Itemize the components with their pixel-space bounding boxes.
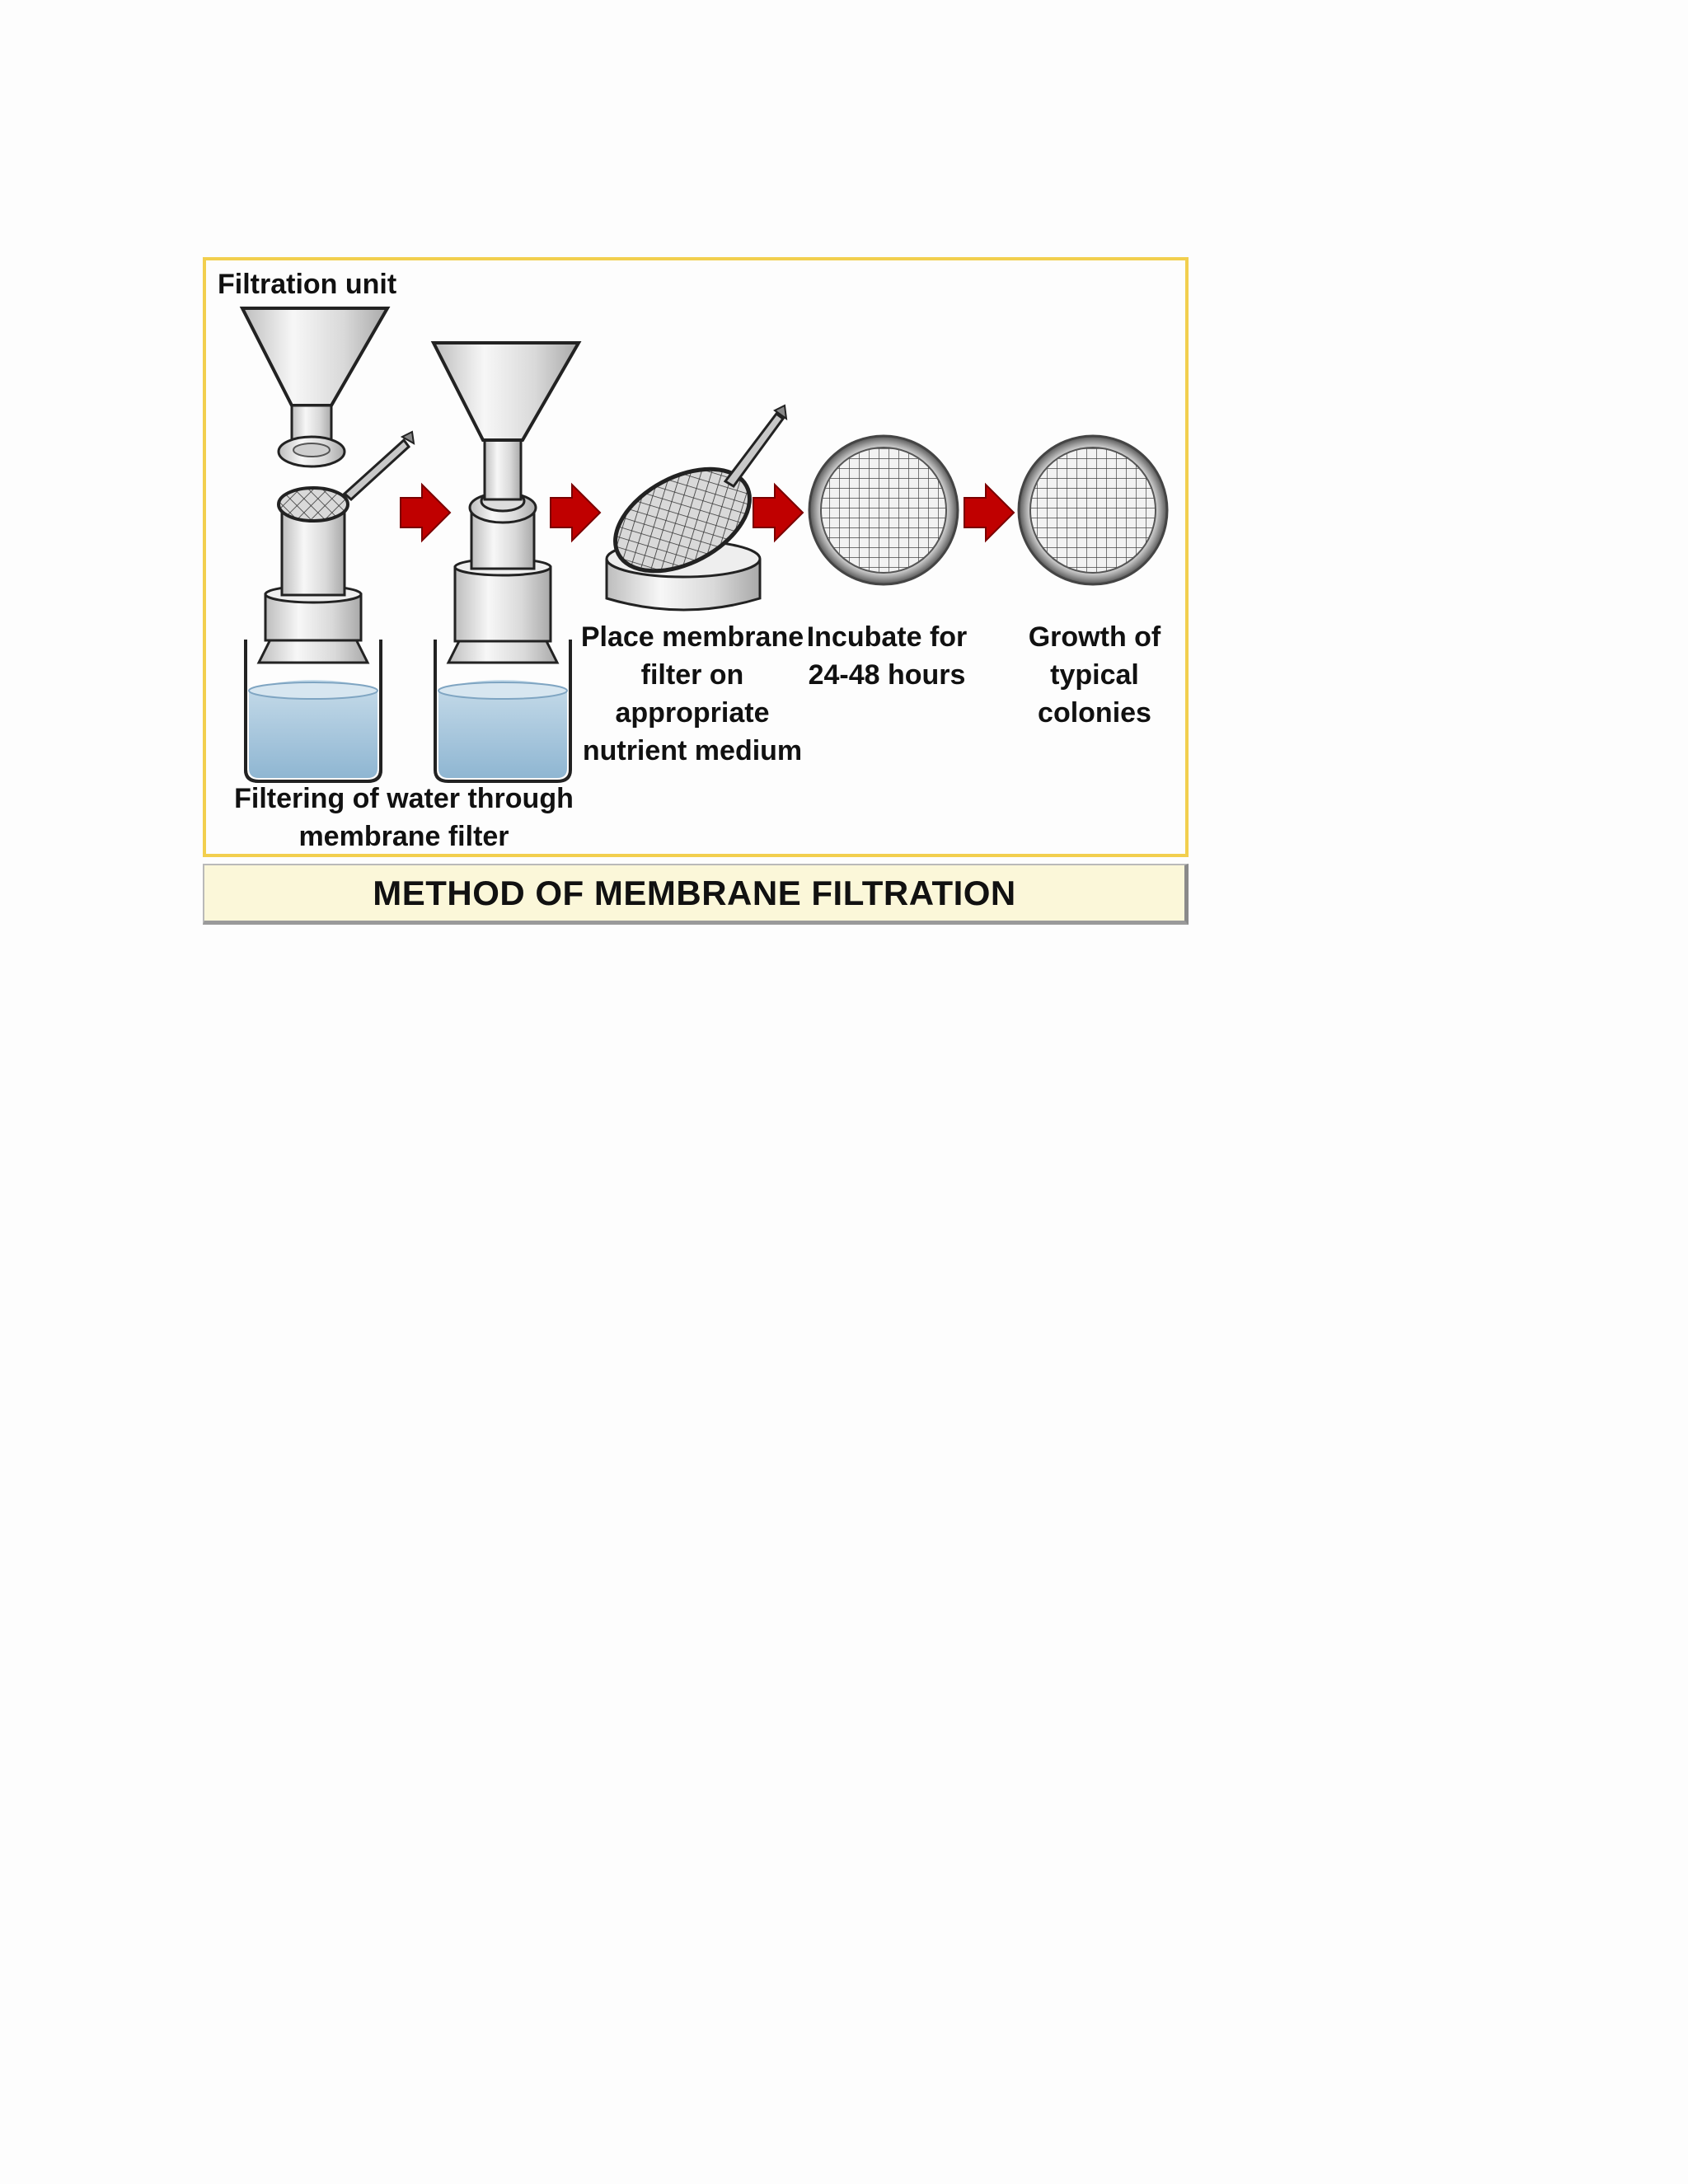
step-label-place-filter: Place membrane filter on appropriate nut… [580,621,804,766]
figure-caption-bar: METHOD OF MEMBRANE FILTRATION [203,864,1189,925]
step-arrow-1 [400,482,452,543]
membrane-filtration-figure: Filtration unit Filtering of water throu… [203,257,1189,857]
step-arrow-2 [550,482,602,543]
step-arrow-3 [753,482,804,543]
colonies-plate [1017,434,1169,586]
step-label-incubate: Incubate for 24-48 hours [806,621,968,691]
beaker-1 [244,640,382,783]
step-arrow-4 [964,482,1015,543]
incubation-plate [808,434,959,586]
diagram-graphics [239,307,1169,783]
step-label-colonies: Growth of typical colonies [1028,621,1161,729]
beaker-2 [434,640,572,783]
figure-caption: METHOD OF MEMBRANE FILTRATION [373,873,1016,912]
step-label-filtering: Filtering of water through membrane filt… [234,783,574,852]
filtration-unit-label: Filtration unit [218,269,397,300]
nutrient-medium-dish [605,404,788,612]
filtration-unit-assembled [430,341,582,783]
filtration-unit-open [239,307,415,783]
